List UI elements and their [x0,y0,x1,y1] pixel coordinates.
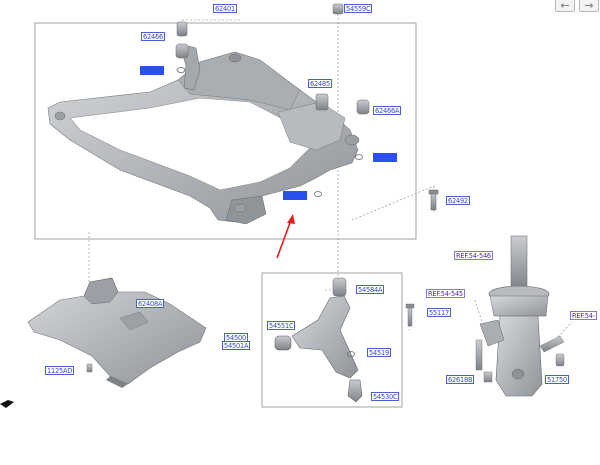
ref-label-54-545[interactable]: REF.54-545 [426,289,465,298]
label-62485[interactable]: 62485 [308,79,332,88]
red-pointer-arrow [276,214,295,259]
subframe-hardware [175,3,439,211]
subframe-group-box [34,22,417,240]
corner-mark [0,400,14,408]
arrow-left-icon: ← [560,0,570,12]
label-54501A[interactable]: 54501A [222,341,251,350]
strut-assembly [475,235,565,397]
label-54584A[interactable]: 54584A [356,285,385,294]
ref-label-54-right[interactable]: REF.54- [570,311,597,320]
label-62466[interactable]: 62466 [141,32,165,41]
next-button[interactable]: → [579,0,599,12]
label-62466A[interactable]: 62466A [373,106,402,115]
label-62408A[interactable]: 62408A [136,299,165,308]
label-54519-highlighted-right[interactable]: 54519 [373,153,397,162]
lower-arm-group-box [261,272,403,408]
label-54551C[interactable]: 54551C [267,321,296,330]
label-54519-highlighted-lower[interactable]: 54519 [283,191,307,200]
label-54530C[interactable]: 54530C [371,392,400,401]
label-62618B[interactable]: 62618B [446,375,475,384]
ref-label-54-546[interactable]: REF.54-546 [454,251,493,260]
label-62492[interactable]: 62492 [446,196,470,205]
lower-control-arm [274,277,415,403]
label-54559C[interactable]: 54559C [344,4,373,13]
arrow-right-icon: → [584,0,594,12]
label-54519-arm[interactable]: 54519 [367,348,391,357]
label-54519-highlighted[interactable]: 54519 [140,66,164,75]
front-subframe [47,43,360,225]
label-51750[interactable]: 51750 [545,375,569,384]
label-55117[interactable]: 55117 [427,308,451,317]
label-62401[interactable]: 62401 [213,4,237,13]
prev-button[interactable]: ← [555,0,575,12]
label-1125AD[interactable]: 1125AD [45,366,75,375]
